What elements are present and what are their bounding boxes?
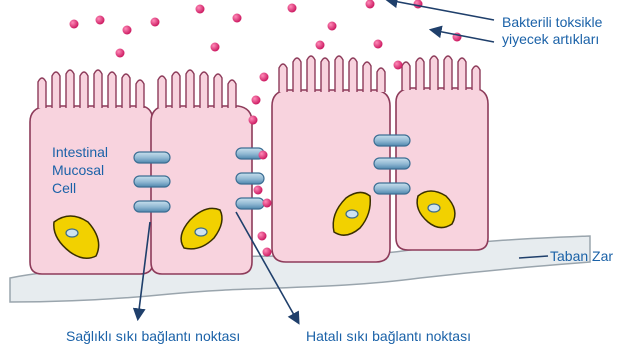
healthy-tight-junction — [134, 152, 170, 212]
cell-label-line1: Intestinal — [52, 144, 108, 161]
faulty-junction-label: Hatalı sıkı bağlantı noktası — [306, 328, 471, 345]
arrow-to-bacteria-2 — [432, 30, 494, 42]
healthy-junction-label: Sağlıklı sıkı bağlantı noktası — [66, 328, 240, 345]
nucleolus-1 — [66, 229, 78, 237]
tight-junction-3-4 — [374, 135, 410, 194]
bacteria-label-line2: yiyecek artıkları — [502, 31, 599, 48]
epithelial-cell-3 — [272, 56, 390, 262]
epithelial-cell-2 — [151, 70, 252, 274]
nucleolus-3 — [346, 210, 358, 218]
bacteria-label-line1: Bakterili toksikle — [502, 14, 602, 31]
arrow-to-bacteria — [388, 0, 494, 20]
nucleolus-4 — [428, 204, 440, 212]
basement-membrane-label: Taban Zar — [550, 248, 613, 265]
cell-label-line2: Mucosal — [52, 162, 104, 179]
nucleolus-2 — [195, 228, 207, 236]
epithelial-cell-4 — [396, 56, 488, 250]
cell-label-line3: Cell — [52, 180, 76, 197]
